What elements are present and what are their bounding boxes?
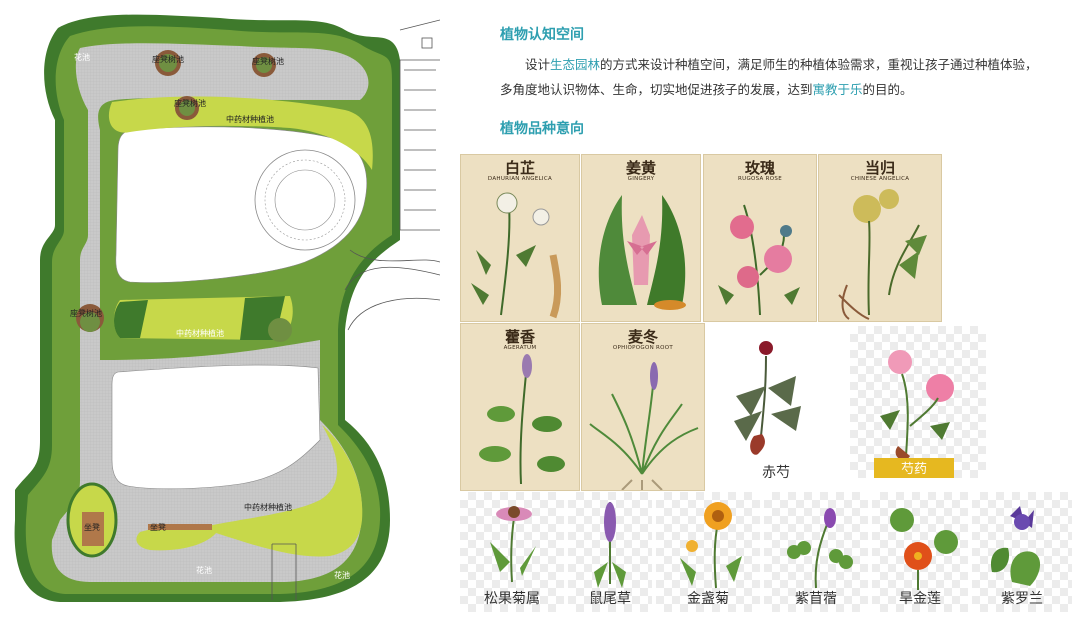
card-en-name: CHINESE ANGELICA: [850, 176, 910, 182]
para-text-3: 的目的。: [862, 82, 913, 97]
intro-paragraph: 设计生态园林的方式来设计种植空间，满足师生的种植体验需求，重视让孩子通过种植体验…: [500, 52, 1040, 102]
bench-rect: [82, 512, 104, 546]
huoxiang-illustration-icon: [479, 354, 565, 485]
plan-label-herb-pool-1: 中药材种植池: [226, 114, 274, 124]
card-en-name: OPHIOPOGON ROOT: [612, 345, 674, 351]
shaoyao-label: 芍药: [874, 458, 954, 478]
plan-label-herb-pool-2: 中药材种植池: [176, 328, 224, 338]
jianghuang-illustration-icon: [598, 195, 686, 310]
plan-label-herb-pool-3: 中药材种植池: [244, 502, 292, 512]
herb-pool-bottom: [200, 425, 363, 557]
plan-label-flower-bed-bottom-1: 花池: [196, 565, 212, 575]
para-text-2: 的方式来设计种植空间，满足师生的种植体验需求，重视让孩子通过种植体验，多角度地认…: [500, 57, 1038, 97]
plant-tile-chishao: 赤芍: [706, 326, 846, 486]
round-feature-inner: [274, 169, 336, 231]
card-en-name: RUGOSA ROSE: [738, 176, 782, 182]
plant-card-huoxiang: 藿香 AGERATUM: [460, 323, 580, 491]
calendula-icon: [680, 502, 742, 589]
card-en-name: DAHURIAN ANGELICA: [487, 176, 553, 182]
plant-tile-jinzhanju: 金盏菊: [656, 492, 760, 612]
herb-pool-bottom-2: [136, 524, 220, 551]
plant-tile-shaoyao: 芍药: [850, 326, 986, 478]
herb-pool-top: [108, 96, 373, 170]
alfalfa-icon: [787, 508, 853, 589]
bottom-plant-name: 旱金莲: [899, 591, 941, 607]
nasturtium-icon: [890, 508, 958, 590]
plant-card-meigui: 玫瑰 RUGOSA ROSE: [703, 154, 817, 322]
danggui-illustration-icon: [838, 189, 927, 320]
round-feature-ring: [264, 159, 346, 241]
plant-card-danggui: 当归 CHINESE ANGELICA: [818, 154, 942, 322]
site-plan-drawing: 花池 座凳树池 座凳树池 座凳树池 中药材种植池 座凳树池 中药材种植池 中药材…: [14, 14, 441, 602]
plan-label-seat-tree-3: 座凳树池: [174, 98, 206, 108]
card-cn-name: 藿香: [504, 328, 535, 346]
card-cn-name: 当归: [864, 159, 895, 177]
meigui-illustration-icon: [718, 204, 800, 316]
coneflower-icon: [490, 506, 536, 583]
baizhi-illustration-icon: [471, 192, 562, 319]
shaoyao-illustration-icon: [880, 350, 954, 461]
shaoyao-name: 芍药: [900, 462, 927, 477]
section-title-plant-cognition: 植物认知空间: [500, 27, 584, 43]
para-text-1: 设计: [525, 57, 551, 72]
site-plan: 花池 座凳树池 座凳树池 座凳树池 中药材种植池 座凳树池 中药材种植池 中药材…: [0, 0, 441, 616]
para-highlight-edutainment: 寓教于乐: [812, 82, 863, 97]
plant-card-jianghuang: 姜黄 GINGERY: [581, 154, 701, 322]
bottom-plant-name: 金盏菊: [687, 591, 729, 607]
plan-label-flower-bed-top: 花池: [74, 52, 90, 62]
plant-card-baizhi: 白芷 DAHURIAN ANGELICA: [460, 154, 580, 322]
bottom-plant-name: 鼠尾草: [589, 591, 631, 607]
bottom-plant-name: 紫苜蓿: [795, 591, 837, 607]
herb-pool-middle-dark: [114, 296, 285, 340]
card-cn-name: 姜黄: [625, 159, 656, 177]
plant-tile-zimuxu: 紫苜蓿: [764, 492, 868, 612]
card-cn-name: 白芷: [504, 159, 535, 177]
card-cn-name: 玫瑰: [744, 159, 775, 177]
tree-markers: [76, 50, 292, 342]
plant-tile-hanjinlian: 旱金莲: [872, 492, 968, 612]
plan-label-seat-tree-2: 座凳树池: [252, 56, 284, 66]
courtyard-lower: [111, 364, 321, 490]
bottom-plant-name: 紫罗兰: [1001, 591, 1043, 607]
plant-tile-ziluolan: 紫罗兰: [972, 492, 1072, 612]
plant-tile-songguoju: 松果菊属: [460, 492, 564, 612]
maidong-illustration-icon: [589, 362, 699, 490]
bench-long: [148, 524, 212, 530]
card-en-name: AGERATUM: [503, 345, 537, 351]
section-title-plant-species: 植物品种意向: [500, 121, 584, 137]
plan-label-seat-2: 坐凳: [150, 522, 166, 532]
para-highlight-eco-garden: 生态园林: [550, 57, 601, 72]
plan-label-flower-bed-bottom-2: 花池: [334, 570, 350, 580]
plan-label-seat-1: 坐凳: [84, 522, 100, 532]
card-cn-name: 麦冬: [627, 328, 658, 346]
plant-card-maidong: 麦冬 OPHIOPOGON ROOT: [581, 323, 705, 491]
chishao-name: 赤芍: [762, 465, 790, 481]
plan-label-seat-tree-1: 座凳树池: [152, 54, 184, 64]
sage-icon: [594, 502, 626, 588]
violet-icon: [990, 506, 1041, 586]
bottom-plant-name: 松果菊属: [484, 591, 540, 607]
plant-tile-shuweicao: 鼠尾草: [568, 492, 652, 612]
card-en-name: GINGERY: [627, 176, 655, 182]
chishao-illustration-icon: [734, 341, 801, 455]
building-outline: [271, 19, 441, 600]
plan-label-seat-tree-4: 座凳树池: [70, 308, 102, 318]
